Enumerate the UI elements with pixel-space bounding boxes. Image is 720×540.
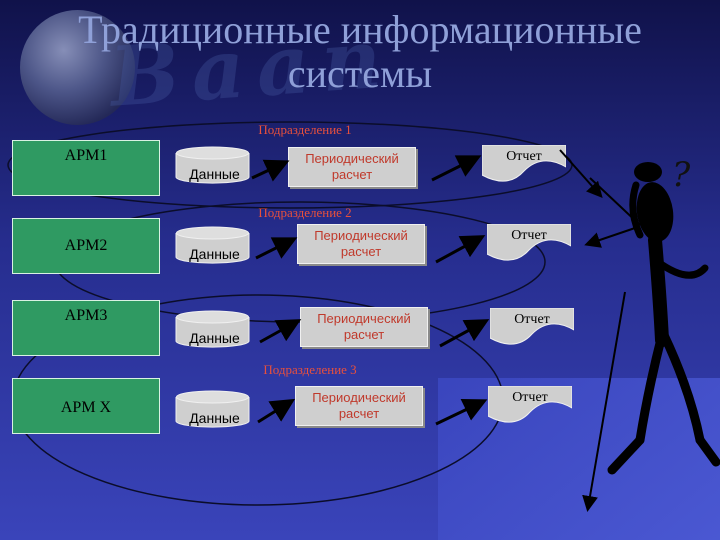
arrow-right-icon [431, 155, 482, 182]
document-icon [486, 223, 572, 261]
thinking-person-icon [607, 162, 720, 475]
report-shape: Отчет [486, 223, 572, 264]
database-icon [175, 226, 250, 264]
database-cylinder: Данные [175, 146, 250, 184]
arrow-right-icon [259, 319, 302, 344]
database-cylinder: Данные [175, 310, 250, 348]
data-label: Данные [189, 246, 240, 262]
process-label-line-2: расчет [331, 167, 373, 182]
workstation-box: АРМ3 [12, 300, 160, 356]
database-icon [175, 390, 250, 428]
workstation-box: АРМ2 [12, 218, 160, 274]
arrow-right-icon [257, 398, 296, 424]
database-icon [175, 310, 250, 348]
process-label-line-1: Периодический [312, 390, 406, 405]
report-label: Отчет [514, 312, 550, 327]
process-label-line-2: расчет [340, 244, 382, 259]
process-box: Периодический расчет [288, 147, 416, 187]
data-label: Данные [189, 410, 240, 426]
process-box: Периодический расчет [297, 224, 425, 264]
report-shape: Отчет [481, 144, 567, 185]
database-cylinder: Данные [175, 390, 250, 428]
arrow-right-icon [435, 398, 488, 426]
document-icon [481, 144, 567, 182]
pointer-line [582, 291, 626, 512]
division-label-2: Подразделение 2 [258, 205, 352, 220]
arrow-right-icon [251, 159, 290, 182]
globe-icon [20, 10, 135, 125]
arrow-right-icon [435, 235, 486, 264]
database-cylinder: Данные [175, 226, 250, 264]
workstation-box: АРМ Х [12, 378, 160, 434]
process-box: Периодический расчет [300, 307, 428, 347]
process-box: Периодический расчет [295, 386, 423, 426]
arrow-right-icon [255, 237, 298, 260]
process-label-line-1: Периодический [317, 311, 411, 326]
page-title: Традиционные информационные системы [40, 8, 680, 96]
pointer-line [584, 227, 636, 248]
report-label: Отчет [506, 149, 542, 164]
data-label: Данные [189, 330, 240, 346]
database-icon [175, 146, 250, 184]
workstation-box: АРМ1 [12, 140, 160, 196]
process-label-line-2: расчет [338, 406, 380, 421]
process-label-line-1: Периодический [305, 151, 399, 166]
document-icon [489, 307, 575, 345]
title-line-1: Традиционные информационные [78, 7, 642, 52]
report-label: Отчет [511, 228, 547, 243]
arrow-right-icon [439, 319, 490, 348]
document-icon [487, 385, 573, 423]
data-label: Данные [189, 166, 240, 182]
process-label-line-1: Периодический [314, 228, 408, 243]
report-label: Отчет [512, 390, 548, 405]
pointer-line [559, 149, 603, 198]
process-label-line-2: расчет [343, 327, 385, 342]
report-shape: Отчет [489, 307, 575, 348]
title-line-2: системы [287, 51, 433, 96]
division-label-3: Подразделение 3 [263, 362, 357, 377]
report-shape: Отчет [487, 385, 573, 426]
question-mark: ? [672, 155, 691, 195]
division-label-1: Подразделение 1 [258, 122, 352, 137]
